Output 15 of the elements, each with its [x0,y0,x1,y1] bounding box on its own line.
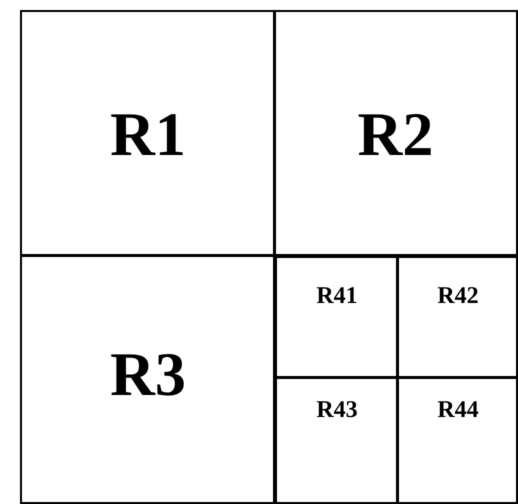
region-label: R2 [358,104,434,166]
region-box [275,376,399,504]
region-label: R43 [316,398,358,422]
region-label: R3 [110,344,186,406]
region-box [396,376,518,504]
region-box [20,10,276,257]
region-label: R41 [316,284,358,308]
region-label: R44 [437,398,479,422]
region-label: R1 [110,104,186,166]
region-box [273,254,518,504]
region-box [273,10,518,257]
region-box [275,256,399,379]
region-box [20,254,276,504]
region-label: R42 [437,284,479,308]
region-box [396,256,518,379]
